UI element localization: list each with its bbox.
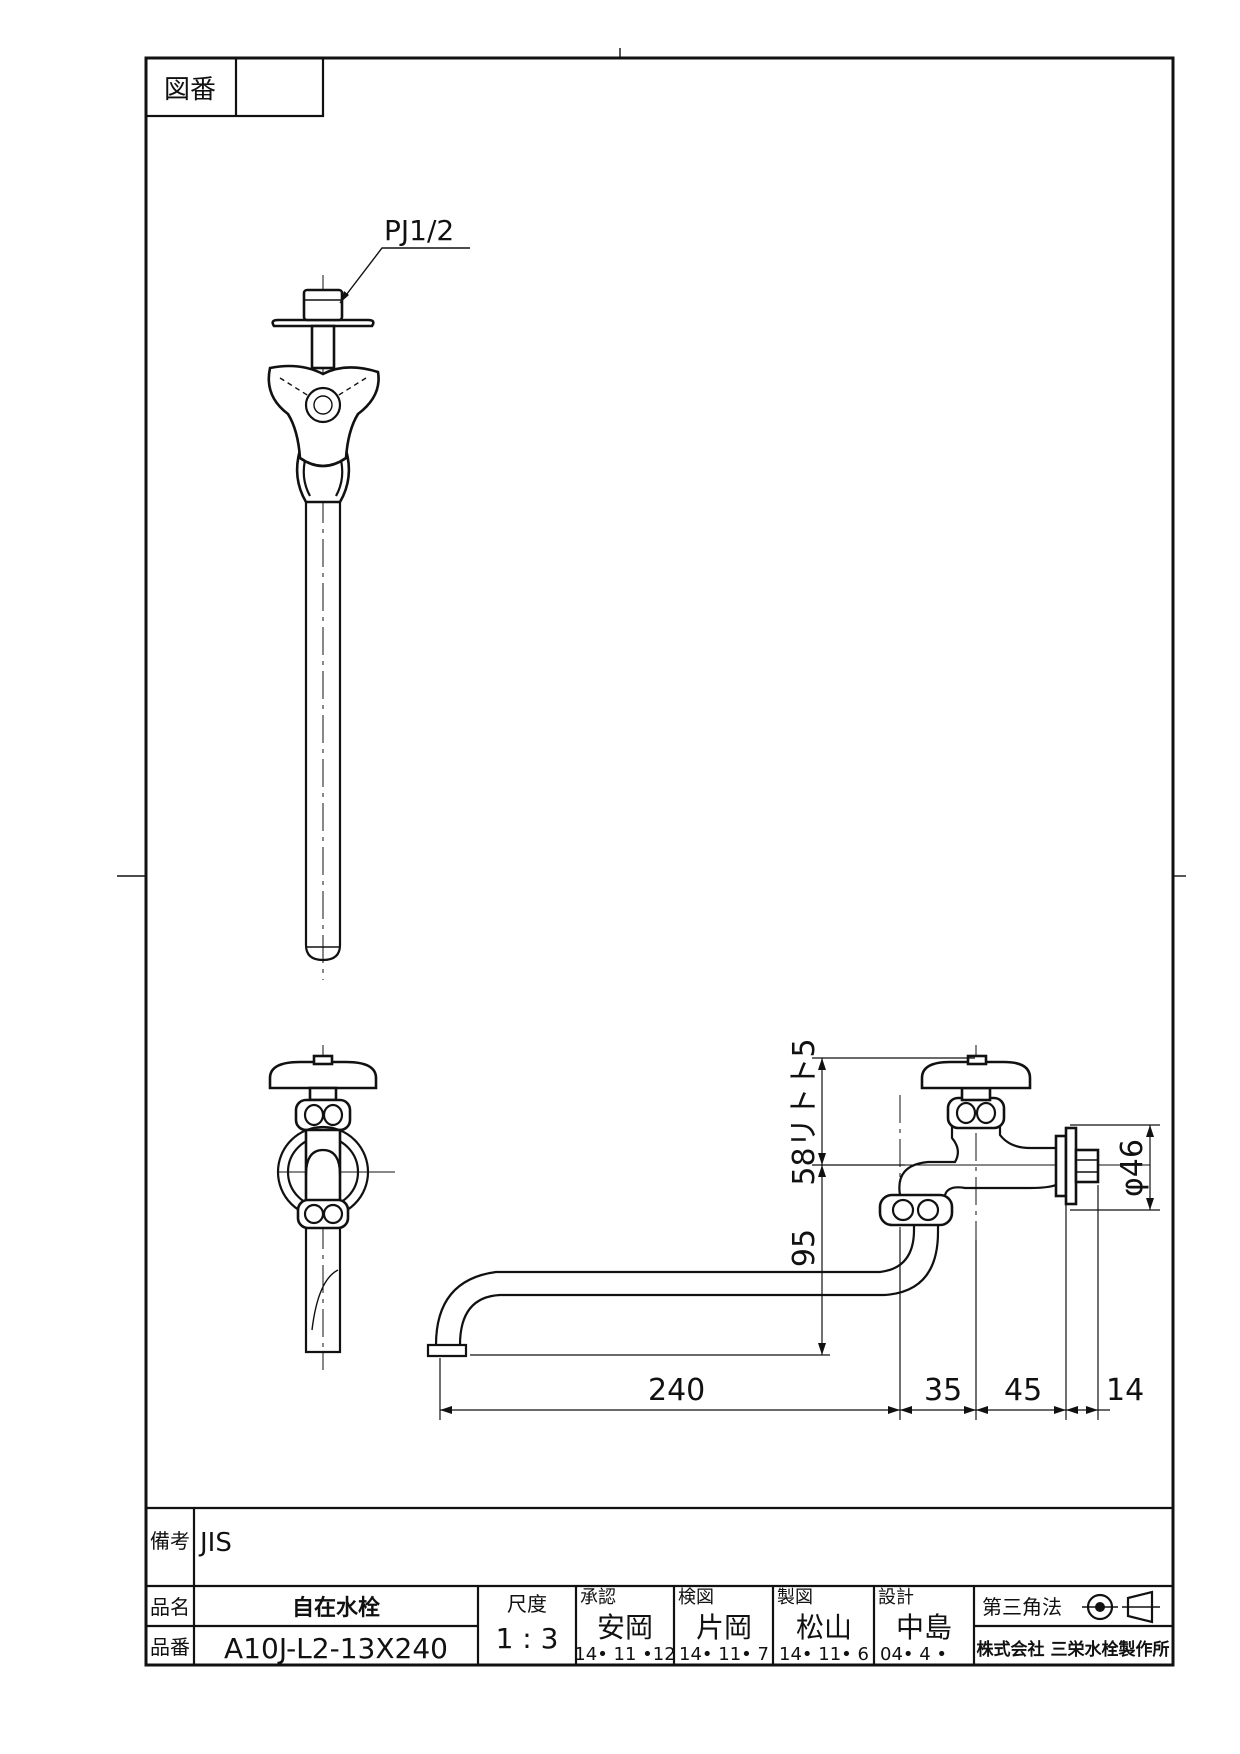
product-number-label: 品番 bbox=[150, 1635, 190, 1659]
designed-name: 中島 bbox=[896, 1611, 952, 1644]
dim-14: 14 bbox=[1106, 1373, 1144, 1408]
projection-label: 第三角法 bbox=[982, 1595, 1062, 1619]
dim-handle: 58リトト5 bbox=[787, 1038, 822, 1185]
approved-name: 安岡 bbox=[597, 1611, 653, 1644]
dim-45: 45 bbox=[1004, 1373, 1042, 1408]
checked-date: 14• 11• 7 bbox=[679, 1644, 769, 1665]
checked-label: 検図 bbox=[678, 1587, 714, 1608]
drawn-date: 14• 11• 6 bbox=[779, 1644, 869, 1665]
top-view-faucet: PJ1/2 bbox=[267, 214, 470, 980]
designed-date: 04• 4 • bbox=[880, 1644, 947, 1665]
approved-label: 承認 bbox=[580, 1587, 616, 1608]
drawn-label: 製図 bbox=[777, 1587, 813, 1608]
side-view-faucet bbox=[426, 1045, 1150, 1420]
dim-35: 35 bbox=[924, 1373, 962, 1408]
designed-label: 設計 bbox=[878, 1587, 914, 1608]
drawn-name: 松山 bbox=[796, 1611, 852, 1644]
dim-flange-diameter: φ46 bbox=[1115, 1139, 1150, 1197]
scale-label: 尺度 bbox=[507, 1592, 547, 1616]
product-name-value: 自在水栓 bbox=[292, 1595, 380, 1621]
thread-callout: PJ1/2 bbox=[384, 214, 454, 247]
product-number-value: A10J-L2-13X240 bbox=[224, 1632, 448, 1665]
drawing-number-label: 図番 bbox=[164, 75, 216, 105]
drawing-border bbox=[144, 56, 1175, 1667]
dimensions: 240 35 45 14 95 58リトト5 φ46 bbox=[439, 1038, 1160, 1420]
scale-value: 1 : 3 bbox=[496, 1622, 559, 1655]
front-view-faucet bbox=[268, 1045, 395, 1370]
company-name: 株式会社 三栄水栓製作所 bbox=[977, 1639, 1170, 1660]
drawing-number-box: 図番 bbox=[144, 56, 325, 118]
remarks-label: 備考 bbox=[150, 1529, 190, 1553]
title-block: 備考 JIS 品名 自在水栓 品番 A10J-L2-13X240 尺度 1 : … bbox=[146, 1506, 1173, 1665]
third-angle-projection-symbol bbox=[1082, 1590, 1160, 1624]
approved-date: 14• 11 •12 bbox=[574, 1644, 675, 1665]
remarks-value: JIS bbox=[198, 1528, 232, 1558]
product-name-label: 品名 bbox=[150, 1595, 190, 1619]
dim-240: 240 bbox=[648, 1373, 705, 1408]
checked-name: 片岡 bbox=[696, 1611, 752, 1644]
dim-95: 95 bbox=[787, 1229, 822, 1267]
